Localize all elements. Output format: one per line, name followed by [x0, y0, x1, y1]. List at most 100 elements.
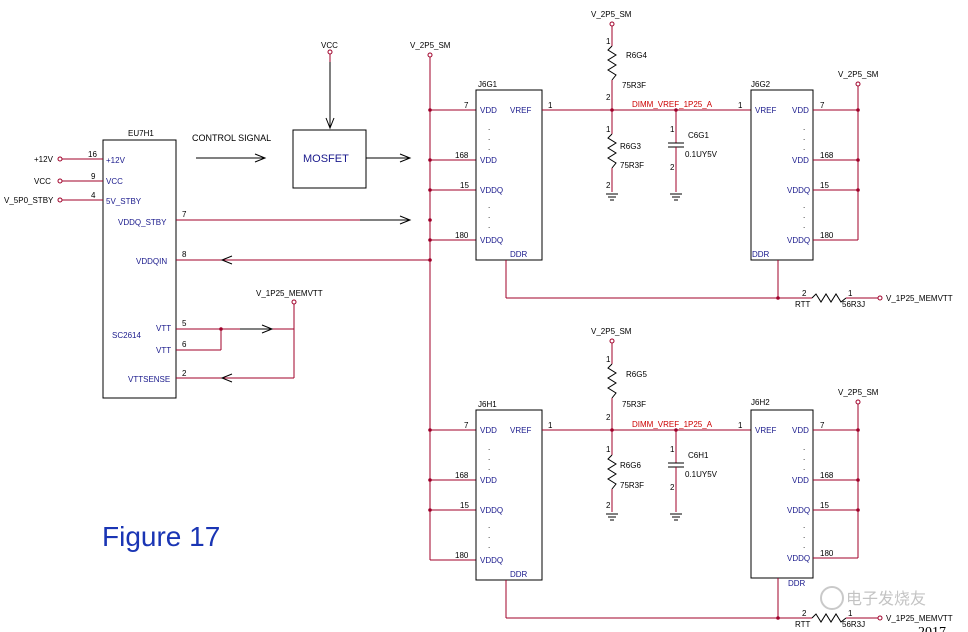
- svg-text:.: .: [803, 521, 805, 530]
- svg-text:.: .: [803, 463, 805, 472]
- capacitor-value: 0.1UY5V: [685, 150, 718, 159]
- lower-dimm-pair: J6H1 7 VDD 168 VDD 15 VDDQ 180 VDDQ VREF…: [455, 327, 953, 629]
- v2p5-bus: V_2P5_SM: [410, 41, 476, 561]
- svg-text:.: .: [803, 443, 805, 452]
- pin-name: VDDQ: [480, 556, 503, 565]
- pin-number: 1: [848, 609, 853, 618]
- memvtt-net-label: V_1P25_MEMVTT: [256, 289, 323, 298]
- upper-dimm-pair: J6G1 7 VDD 168 VDD 15 VDDQ 180 VDDQ VREF…: [455, 10, 953, 309]
- controller-part: SC2614: [112, 331, 141, 340]
- vref-net-label: DIMM_VREF_1P25_A: [632, 420, 713, 429]
- input-net-vcc: VCC: [34, 177, 51, 186]
- pin-name: +12V: [106, 156, 126, 165]
- rtt-label: RTT: [795, 300, 811, 309]
- pin-number: 2: [182, 369, 187, 378]
- dimm-j6h2: [750, 409, 814, 579]
- pin-number: 180: [455, 551, 469, 560]
- input-connector: [57, 178, 63, 184]
- svg-text:.: .: [803, 221, 805, 230]
- pin-name: 5V_STBY: [106, 197, 142, 206]
- divider-supply-label: V_2P5_SM: [591, 327, 632, 336]
- memvtt-net-label: V_1P25_MEMVTT: [886, 614, 953, 623]
- dimm-ref: J6G1: [478, 80, 498, 89]
- svg-text:.: .: [488, 453, 490, 462]
- svg-text:.: .: [803, 201, 805, 210]
- pin-number: 15: [820, 181, 829, 190]
- rtt-label: RTT: [795, 620, 811, 629]
- pin-number: 2: [606, 181, 611, 190]
- pin-number: 1: [848, 289, 853, 298]
- control-signal-label: CONTROL SIGNAL: [192, 133, 271, 143]
- resistor-value: 56R3J: [842, 300, 865, 309]
- pin-number: 2: [606, 501, 611, 510]
- ddr-label: DDR: [510, 250, 528, 259]
- watermark-text: 电子发烧友: [846, 589, 926, 608]
- pin-number: 1: [738, 101, 743, 110]
- arrow-icon: [325, 117, 335, 130]
- pin-number: 168: [820, 151, 834, 160]
- svg-text:.: .: [488, 443, 490, 452]
- resistor-value: 56R3J: [842, 620, 865, 629]
- arrow-icon: [254, 153, 267, 163]
- pin-name: VDD: [792, 106, 809, 115]
- resistor-value: 75R3F: [622, 400, 646, 409]
- pin-number: 15: [460, 501, 469, 510]
- dimm-ref: J6H1: [478, 400, 497, 409]
- arrow-icon: [399, 215, 412, 225]
- pin-number: 1: [738, 421, 743, 430]
- svg-text:.: .: [488, 133, 490, 142]
- capacitor-ref: C6G1: [688, 131, 709, 140]
- pin-name: VDD: [480, 106, 497, 115]
- pin-number: 2: [606, 93, 611, 102]
- svg-text:.: .: [803, 453, 805, 462]
- mosfet-supply-label: VCC: [321, 41, 338, 50]
- pin-number: 180: [820, 549, 834, 558]
- pin-number: 2: [802, 289, 807, 298]
- resistor-rtt: [811, 293, 847, 303]
- vref-pin-name: VREF: [510, 106, 531, 115]
- vref-pin-name: VREF: [755, 106, 776, 115]
- dimm-j6g2: [750, 89, 814, 261]
- pin-number: 1: [606, 37, 611, 46]
- svg-text:.: .: [488, 463, 490, 472]
- svg-text:.: .: [488, 521, 490, 530]
- pin-number: 1: [548, 421, 553, 430]
- supply-label: V_2P5_SM: [838, 70, 879, 79]
- arrow-icon: [220, 255, 233, 265]
- resistor-rtt: [811, 613, 847, 623]
- pin-number: 1: [548, 101, 553, 110]
- pin-name: VDDQ: [480, 186, 503, 195]
- ddr-label: DDR: [510, 570, 528, 579]
- resistor-ref: R6G4: [626, 51, 647, 60]
- controller-body: [102, 139, 177, 399]
- pin-number: 8: [182, 250, 187, 259]
- pin-name: VTT: [156, 346, 171, 355]
- dimm-j6h1: [475, 409, 543, 581]
- vref-net-label: DIMM_VREF_1P25_A: [632, 100, 713, 109]
- pin-name: VDDQ: [787, 506, 810, 515]
- pin-name: VDDQ: [480, 236, 503, 245]
- svg-text:.: .: [488, 143, 490, 152]
- pin-number: 9: [91, 172, 96, 181]
- svg-text:.: .: [803, 211, 805, 220]
- pin-number: 5: [182, 319, 187, 328]
- vref-pin-name: VREF: [510, 426, 531, 435]
- resistor-r6g5: [607, 363, 617, 399]
- pin-number: 7: [820, 101, 825, 110]
- pin-number: 180: [455, 231, 469, 240]
- input-net-12v: +12V: [34, 155, 54, 164]
- divider-supply-label: V_2P5_SM: [591, 10, 632, 19]
- arrow-icon: [220, 373, 233, 383]
- pin-number: 16: [88, 150, 97, 159]
- dimm-j6g1: [475, 89, 543, 261]
- pin-number: 2: [670, 163, 675, 172]
- supply-label: V_2P5_SM: [838, 388, 879, 397]
- ddr-label: DDR: [752, 250, 770, 259]
- input-connector: [57, 197, 63, 203]
- dimm-ref: J6G2: [751, 80, 771, 89]
- controller-ref: EU7H1: [128, 129, 154, 138]
- pin-name: VDDQ_STBY: [118, 218, 167, 227]
- resistor-r6g3: [607, 133, 617, 169]
- pin-number: 15: [820, 501, 829, 510]
- svg-text:.: .: [488, 531, 490, 540]
